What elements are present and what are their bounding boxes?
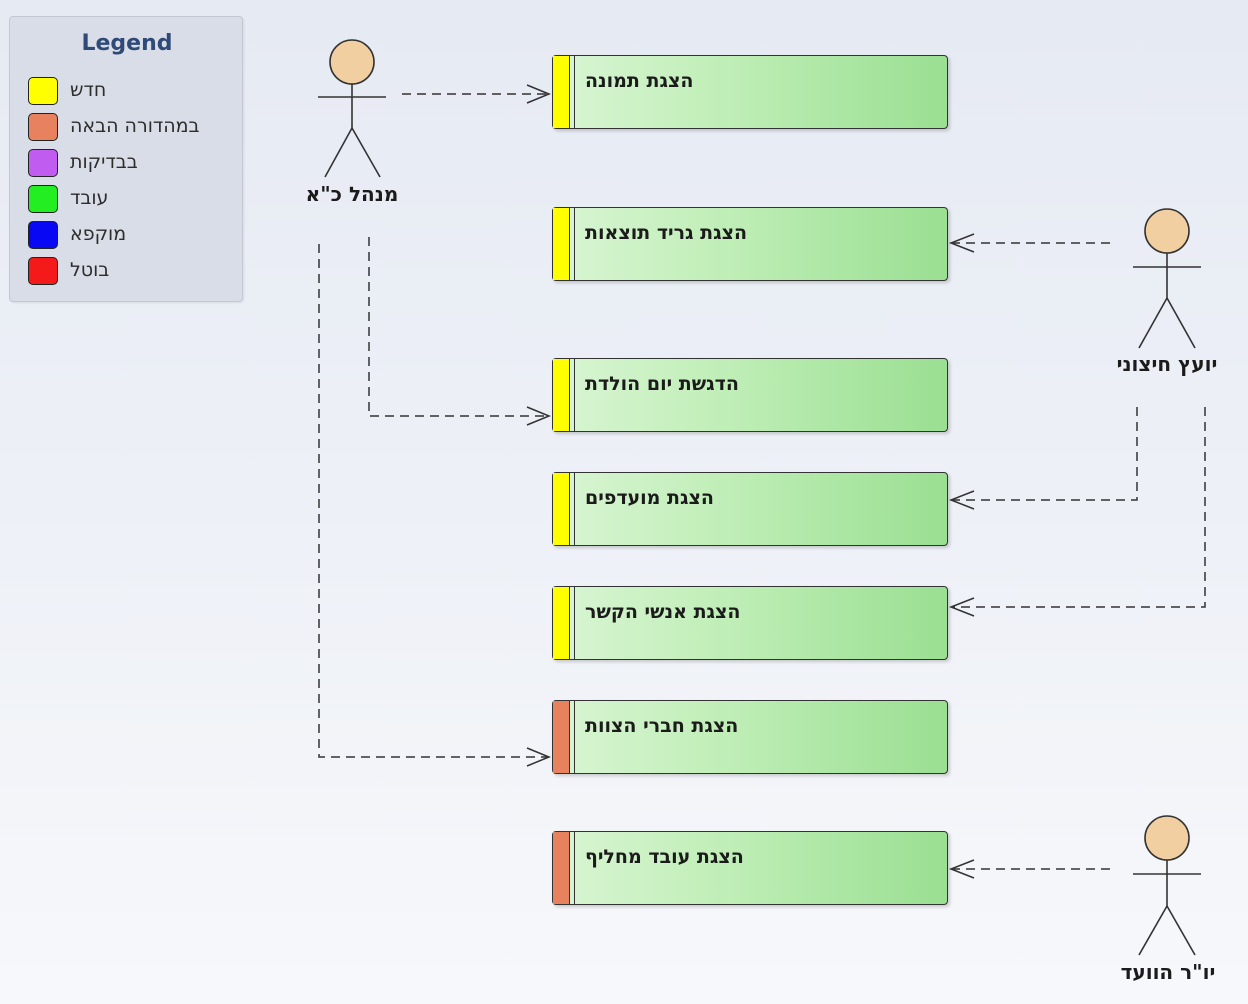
use-case-favorites[interactable]: הצגת מועדפים	[552, 472, 948, 546]
legend-label: חדש	[70, 79, 107, 101]
use-case-results-grid[interactable]: הצגת גריד תוצאות	[552, 207, 948, 281]
use-case-contacts[interactable]: הצגת אנשי הקשר	[552, 586, 948, 660]
relation-manager-birthday	[368, 237, 551, 426]
legend-swatch	[28, 77, 58, 105]
use-case-label: הצגת תמונה	[585, 70, 694, 92]
legend-label: בוטל	[70, 259, 110, 281]
use-case-label: הצגת גריד תוצאות	[585, 222, 748, 244]
legend-label: במהדורה הבאה	[70, 115, 200, 137]
status-marker	[553, 473, 575, 545]
use-case-label: הצגת חברי הצוות	[585, 715, 739, 737]
legend-label: מוקפא	[70, 223, 127, 245]
status-marker	[553, 832, 575, 904]
relation-manager-team-members	[318, 244, 551, 767]
legend-panel: Legend חדש במהדורה הבאה בבדיקות עובד מוק…	[9, 16, 243, 302]
relation-consultant-favorites	[948, 407, 1138, 510]
relation-consultant-results-grid	[948, 233, 1110, 253]
actor-name-consultant: יועץ חיצוני	[1116, 352, 1218, 376]
status-marker	[553, 587, 575, 659]
legend-label: עובד	[70, 187, 109, 209]
status-marker	[553, 208, 575, 280]
legend-title: Legend	[81, 31, 173, 56]
legend-swatch	[28, 113, 58, 141]
use-case-label: הצגת מועדפים	[585, 487, 714, 509]
actor-name-chairman: יו"ר הוועד	[1120, 960, 1216, 984]
status-marker	[553, 56, 575, 128]
relation-consultant-contacts	[948, 407, 1206, 617]
use-case-team-members[interactable]: הצגת חברי הצוות	[552, 700, 948, 774]
actor-figure-manager[interactable]	[318, 39, 386, 178]
use-case-replacement[interactable]: הצגת עובד מחליף	[552, 831, 948, 905]
actor-name-manager: מנהל כ"א	[305, 182, 399, 206]
legend-swatch	[28, 221, 58, 249]
legend-swatch	[28, 149, 58, 177]
legend-swatch	[28, 185, 58, 213]
use-case-birthday[interactable]: הדגשת יום הולדת	[552, 358, 948, 432]
use-case-label: הצגת אנשי הקשר	[585, 601, 741, 623]
legend-label: בבדיקות	[70, 151, 138, 173]
status-marker	[553, 701, 575, 773]
use-case-label: הדגשת יום הולדת	[585, 373, 739, 395]
actor-figure-chairman[interactable]	[1133, 815, 1201, 956]
legend-swatch	[28, 257, 58, 285]
use-case-photo[interactable]: הצגת תמונה	[552, 55, 948, 129]
relation-manager-photo	[402, 84, 551, 104]
relation-chairman-replacement	[948, 859, 1110, 879]
actor-figure-consultant[interactable]	[1133, 208, 1201, 349]
status-marker	[553, 359, 575, 431]
use-case-label: הצגת עובד מחליף	[585, 846, 744, 868]
